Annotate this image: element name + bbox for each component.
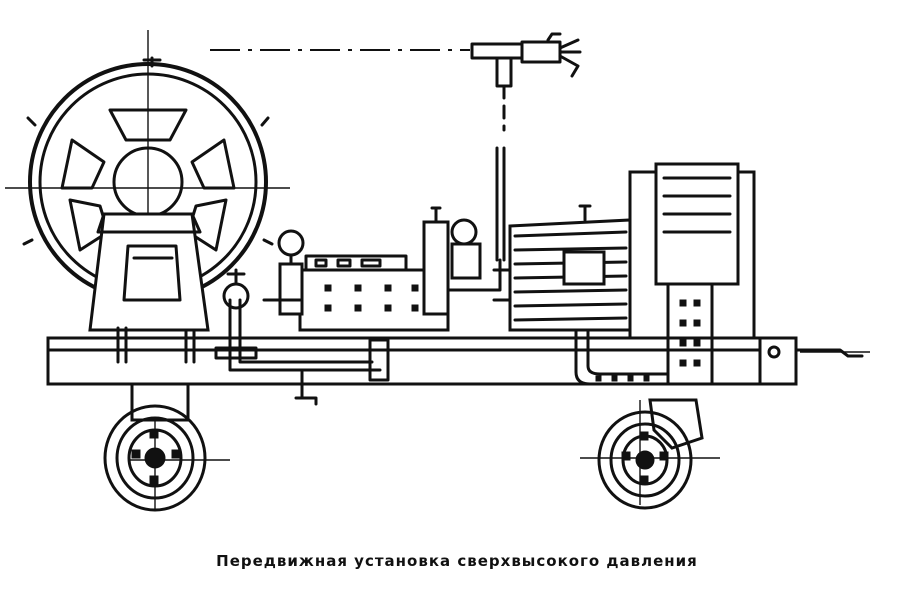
- hose-reel: [22, 56, 274, 332]
- chassis-frame: [46, 326, 864, 386]
- rear-wheel: [103, 382, 207, 512]
- spray-lance: [210, 32, 582, 262]
- figure-caption: Передвижная установка сверхвысокого давл…: [216, 552, 698, 570]
- front-wheel: [597, 398, 704, 510]
- pressure-unit-drawing: [5, 30, 870, 512]
- electric-motor: [492, 204, 632, 332]
- piping: [214, 268, 390, 406]
- engine-block: [574, 162, 781, 386]
- plunger-pump: [262, 206, 502, 332]
